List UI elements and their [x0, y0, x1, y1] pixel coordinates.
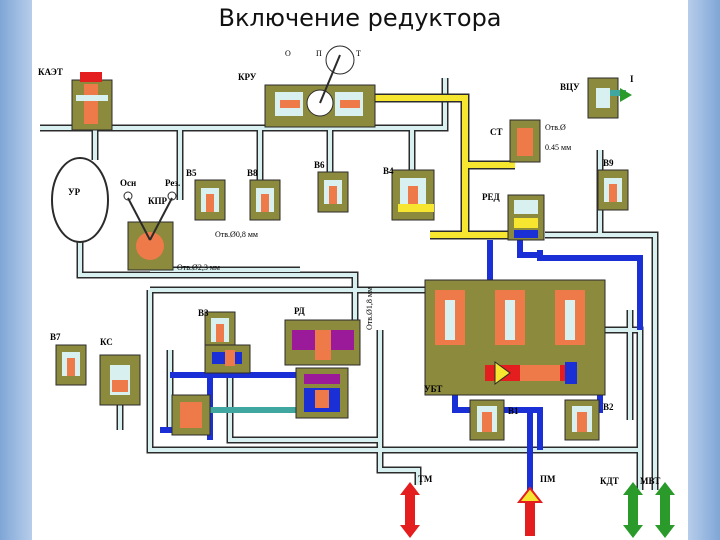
label-kru-o: О — [285, 49, 291, 58]
red-reducer — [507, 194, 545, 241]
ks-valve — [99, 354, 141, 406]
kaet-valve — [71, 72, 113, 131]
label-st-mm: 0.45 мм — [545, 143, 571, 152]
solenoid-b9 — [597, 169, 629, 211]
label-kru: КРУ — [238, 72, 257, 82]
label-pm: ПМ — [540, 474, 556, 484]
label-kdt: КДТ — [600, 476, 619, 486]
arrow-pm — [516, 486, 544, 536]
solenoid-b6 — [317, 171, 349, 213]
label-ur: УР — [68, 187, 81, 197]
label-osn: Осн — [120, 178, 136, 188]
valve-lower-left — [171, 394, 211, 436]
solenoid-b4 — [391, 169, 435, 221]
pd-relay — [284, 319, 361, 419]
label-b8: В8 — [247, 168, 258, 178]
label-tm: ТМ — [418, 474, 433, 484]
solenoid-b3 — [204, 311, 236, 351]
solenoid-b2 — [564, 399, 600, 441]
solenoid-b8 — [249, 179, 281, 221]
label-ubt: УБТ — [424, 384, 442, 394]
label-i: I — [630, 74, 634, 84]
label-kaet: КАЭТ — [38, 67, 63, 77]
label-vcu: ВЦУ — [560, 82, 580, 92]
label-b2: В2 — [603, 402, 614, 412]
label-kpr: КПР — [148, 196, 168, 206]
label-st: СТ — [490, 127, 503, 137]
arrow-mvt — [655, 482, 675, 538]
label-otv-23: Отв.Ø2,3 мм — [177, 263, 220, 272]
label-otv-18: Отв.Ø1,8 мм — [365, 287, 374, 330]
slide-title: Включение редуктора — [218, 4, 502, 32]
label-pd: РД — [294, 306, 306, 316]
label-b1: В1 — [508, 406, 519, 416]
label-b4: В4 — [383, 166, 394, 176]
label-ks: КС — [100, 337, 113, 347]
slide-frame-left — [0, 0, 32, 540]
label-b5: В5 — [186, 168, 197, 178]
slide-frame-right — [688, 0, 720, 540]
label-rez: Рез. — [165, 178, 180, 188]
arrow-kdt — [623, 482, 643, 538]
arrow-tm — [400, 482, 420, 538]
st-valve — [509, 119, 541, 163]
solenoid-b5 — [194, 179, 226, 221]
ubt-block — [424, 279, 606, 396]
label-b7: В7 — [50, 332, 61, 342]
label-red: РЕД — [482, 192, 501, 202]
kru-valve — [264, 45, 376, 128]
solenoid-b7 — [55, 344, 87, 386]
label-otv-08: Отв.Ø0,8 мм — [215, 230, 258, 239]
label-mvt: МВТ — [640, 476, 660, 486]
label-b3: В3 — [198, 308, 209, 318]
ur-reservoir — [51, 157, 109, 243]
label-kru-p: П — [316, 49, 322, 58]
valve-b3-output — [204, 344, 251, 374]
kpr-valve — [123, 191, 177, 271]
vcu-valve — [587, 77, 632, 119]
label-b9: В9 — [603, 158, 614, 168]
label-b6: В6 — [314, 160, 325, 170]
label-st-otv: Отв.Ø — [545, 123, 566, 132]
label-kru-t: Т — [356, 49, 361, 58]
solenoid-b1 — [469, 399, 505, 441]
